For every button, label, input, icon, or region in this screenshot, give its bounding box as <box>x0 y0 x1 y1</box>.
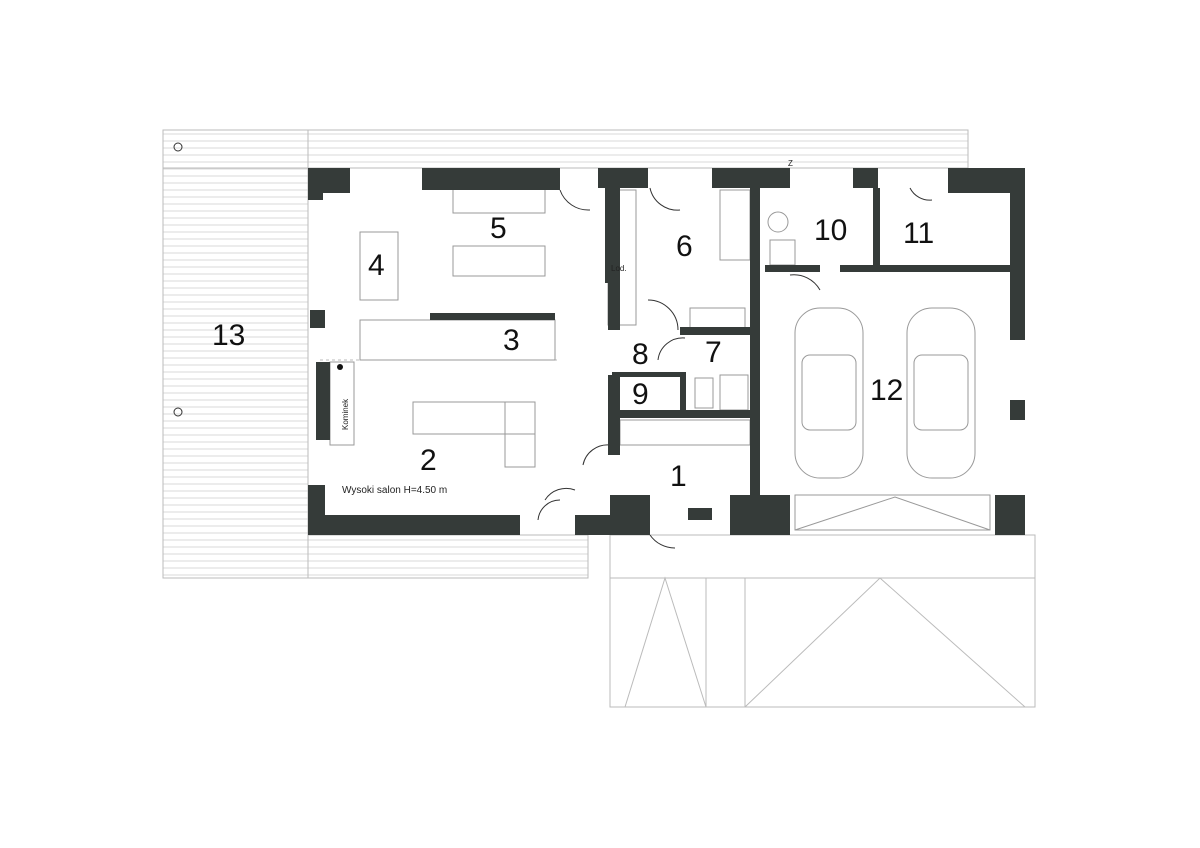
column-icon <box>173 407 183 417</box>
wall-segment <box>750 188 760 495</box>
left-terrace <box>162 129 309 579</box>
room-12-label: 12 <box>870 374 903 407</box>
wall-segment <box>995 495 1025 535</box>
chimney-dot <box>337 364 343 370</box>
wall-segment <box>308 168 323 200</box>
wall-segment <box>620 410 750 418</box>
terrace-decking <box>163 133 968 576</box>
doors <box>537 187 933 549</box>
wall-segment <box>308 515 520 535</box>
interior-floor <box>320 190 1015 520</box>
wall-segment <box>612 372 682 377</box>
kitchen-island <box>452 245 546 277</box>
room-9-label: 9 <box>632 378 649 411</box>
room-8-label: 8 <box>632 338 649 371</box>
room-13-label: 13 <box>212 319 245 352</box>
wall-segment <box>873 188 880 270</box>
room-7-label: 7 <box>705 336 722 369</box>
wall-segment <box>316 362 330 440</box>
wall-segment <box>765 265 820 272</box>
wall-segment <box>680 372 686 410</box>
wall-segment <box>1010 168 1025 340</box>
wall-segment <box>605 188 620 283</box>
wall-segment <box>1010 400 1025 420</box>
fireplace-label: Kominek <box>341 398 350 430</box>
wall-segment <box>688 508 712 520</box>
room-6-label: 6 <box>676 230 693 263</box>
car <box>794 307 864 479</box>
sofa-corner <box>504 401 536 468</box>
garage-door <box>794 494 991 531</box>
ceiling-height-note: Wysoki salon H=4.50 m <box>342 485 447 496</box>
wall-segment <box>575 515 610 535</box>
car <box>906 307 976 479</box>
fridge-label: Lod. <box>611 264 627 273</box>
driveway <box>609 534 1036 708</box>
wall-segment <box>430 313 555 320</box>
wall-segment <box>608 283 620 330</box>
room-11-label: 11 <box>903 217 934 250</box>
wall-segment <box>598 168 648 188</box>
gas-marker-label: Z <box>788 159 793 168</box>
room-1-label: 1 <box>670 460 687 493</box>
room-5-label: 5 <box>490 212 507 245</box>
bottom-terrace <box>307 534 589 579</box>
wall-segment <box>608 375 620 455</box>
room-3-label: 3 <box>503 324 520 357</box>
wall-segment <box>310 310 325 328</box>
room-10-label: 10 <box>814 214 847 247</box>
toilet <box>694 377 714 409</box>
room-4-label: 4 <box>368 249 385 282</box>
boiler <box>767 211 789 233</box>
column-icon <box>173 142 183 152</box>
dining-table <box>359 231 399 301</box>
furniture <box>320 186 991 531</box>
walls <box>308 168 1025 535</box>
wall-segment <box>610 495 650 535</box>
room-2-label: 2 <box>420 444 437 477</box>
wall-segment <box>712 168 765 188</box>
wall-segment <box>840 265 1010 272</box>
wall-segment <box>730 495 790 535</box>
wall-segment <box>422 168 560 190</box>
wall-segment <box>853 168 878 188</box>
wall-segment <box>765 168 790 188</box>
wall-segment <box>680 327 750 335</box>
